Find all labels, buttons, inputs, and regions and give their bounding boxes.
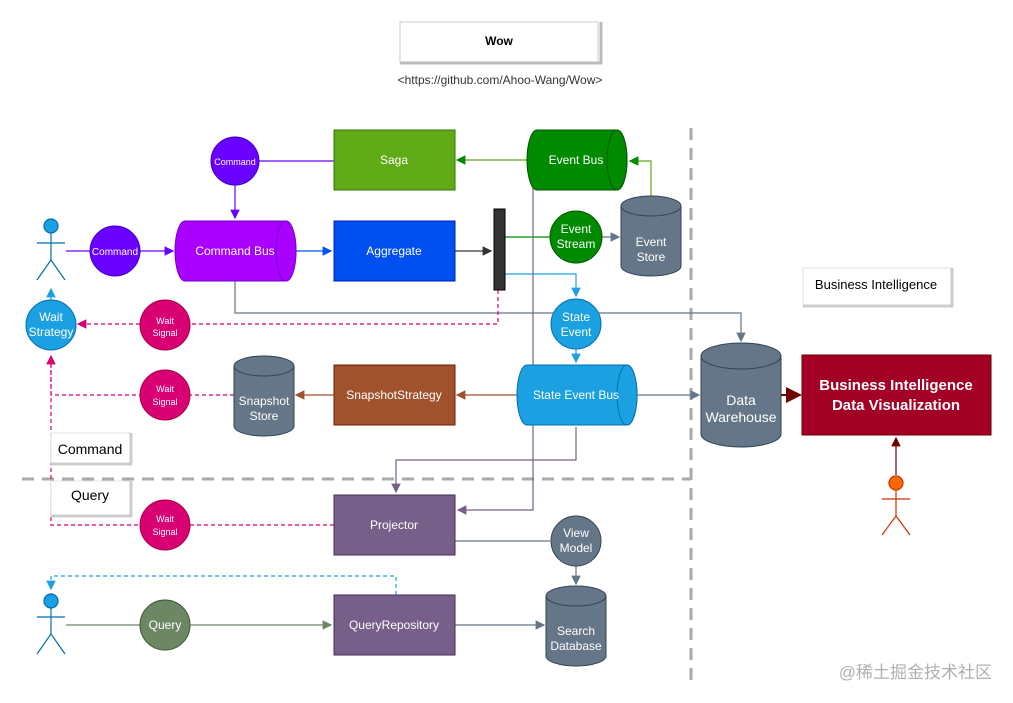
svg-text:Command: Command [214, 157, 256, 167]
svg-text:QueryRepository: QueryRepository [349, 618, 439, 632]
query-repository-node[interactable]: QueryRepository [333, 594, 456, 656]
svg-text:Signal: Signal [152, 527, 177, 537]
query-section-label: Query [50, 480, 133, 518]
svg-text:Business Intelligence: Business Intelligence [815, 277, 937, 292]
saga-node[interactable]: Saga [333, 129, 456, 191]
command-circle-left[interactable]: Command [89, 225, 141, 277]
aggregate-node[interactable]: Aggregate [333, 220, 456, 282]
command-section-label: Command [50, 432, 133, 466]
svg-text:Data Visualization: Data Visualization [832, 397, 960, 414]
svg-text:SnapshotStrategy: SnapshotStrategy [346, 388, 441, 402]
svg-text:Strategy: Strategy [29, 325, 74, 339]
svg-text:Search: Search [557, 624, 595, 638]
snapshot-store-node[interactable]: Snapshot Store [233, 355, 295, 437]
bi-actor-icon [881, 475, 911, 536]
title-text: Wow [485, 34, 513, 48]
title-box: Wow [399, 21, 603, 65]
data-warehouse-node[interactable]: Data Warehouse [700, 342, 782, 448]
svg-text:View: View [563, 526, 589, 540]
svg-text:Aggregate: Aggregate [366, 244, 422, 258]
wait-signal-1[interactable]: Wait Signal [139, 299, 191, 351]
search-database-node[interactable]: Search Database [545, 585, 607, 667]
query-actor-icon [36, 593, 66, 655]
svg-text:Projector: Projector [370, 518, 418, 532]
wait-signal-3[interactable]: Wait Signal [139, 499, 191, 551]
svg-text:Command: Command [92, 247, 138, 258]
bi-visualization-node[interactable]: Business Intelligence Data Visualization [801, 354, 992, 436]
svg-text:Event Bus: Event Bus [549, 153, 604, 167]
svg-text:Wait: Wait [156, 514, 174, 524]
svg-text:Query: Query [71, 487, 109, 503]
svg-text:Signal: Signal [152, 328, 177, 338]
event-store-node[interactable]: Event Store [620, 195, 682, 277]
svg-text:State Event Bus: State Event Bus [533, 388, 619, 402]
view-model-node[interactable]: View Model [550, 515, 602, 567]
svg-text:Query: Query [149, 618, 182, 632]
watermark-text: @稀土掘金技术社区 [839, 663, 992, 682]
svg-text:Command Bus: Command Bus [195, 244, 274, 258]
svg-text:Wait: Wait [39, 310, 63, 324]
command-bus-node[interactable]: Command Bus [174, 220, 297, 282]
projector-node[interactable]: Projector [333, 494, 456, 556]
svg-text:Command: Command [58, 441, 123, 457]
state-event-bus-node[interactable]: State Event Bus [516, 364, 638, 426]
fork-bar [493, 208, 506, 291]
svg-text:Model: Model [560, 541, 593, 555]
svg-text:Event: Event [561, 222, 592, 236]
event-stream-node[interactable]: Event Stream [549, 210, 603, 264]
wait-signal-2[interactable]: Wait Signal [139, 369, 191, 421]
state-event-node[interactable]: State Event [550, 298, 602, 350]
command-actor-icon [36, 218, 66, 281]
bi-label-box: Business Intelligence [802, 267, 954, 308]
svg-text:State: State [562, 310, 590, 324]
repo-link[interactable]: <https://github.com/Ahoo-Wang/Wow> [398, 73, 603, 87]
svg-text:Event: Event [636, 235, 667, 249]
query-circle[interactable]: Query [139, 599, 191, 651]
svg-text:Stream: Stream [557, 237, 596, 251]
svg-text:Wait: Wait [156, 316, 174, 326]
svg-text:Business Intelligence: Business Intelligence [819, 377, 972, 394]
svg-text:Warehouse: Warehouse [705, 409, 776, 425]
snapshot-strategy-node[interactable]: SnapshotStrategy [333, 364, 456, 426]
command-circle-top[interactable]: Command [210, 136, 260, 186]
svg-text:Event: Event [561, 325, 592, 339]
svg-text:Wait: Wait [156, 384, 174, 394]
event-bus-node[interactable]: Event Bus [526, 129, 628, 191]
svg-text:Store: Store [637, 250, 666, 264]
svg-text:Signal: Signal [152, 397, 177, 407]
svg-text:Saga: Saga [380, 153, 408, 167]
svg-text:Database: Database [550, 639, 602, 653]
svg-text:Data: Data [726, 392, 756, 408]
svg-text:Snapshot: Snapshot [239, 394, 290, 408]
wait-strategy-node[interactable]: Wait Strategy [25, 299, 77, 351]
svg-text:Store: Store [250, 409, 279, 423]
